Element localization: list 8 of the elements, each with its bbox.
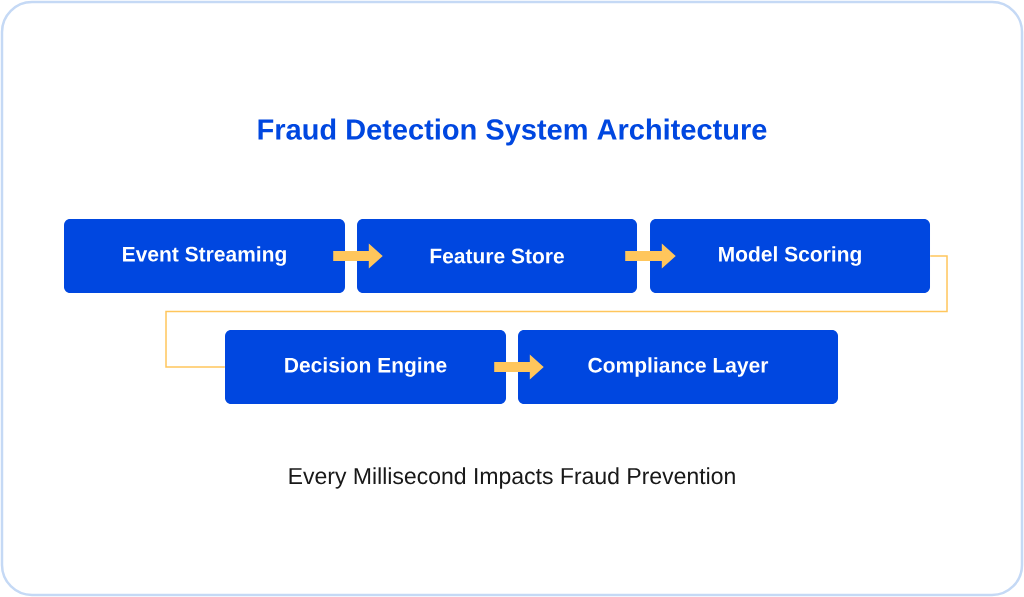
title: Fraud Detection System Architecture (258, 118, 767, 146)
process-box: Feature Store (357, 219, 637, 293)
process-box: Compliance Layer (518, 330, 838, 404)
process-box: Decision Engine (225, 330, 506, 404)
connector-line (165, 255, 948, 368)
process-box: Model Scoring (650, 219, 930, 293)
process-box: Event Streaming (64, 219, 345, 293)
caption: Every Millisecond Impacts Fraud Prevention (289, 467, 735, 489)
